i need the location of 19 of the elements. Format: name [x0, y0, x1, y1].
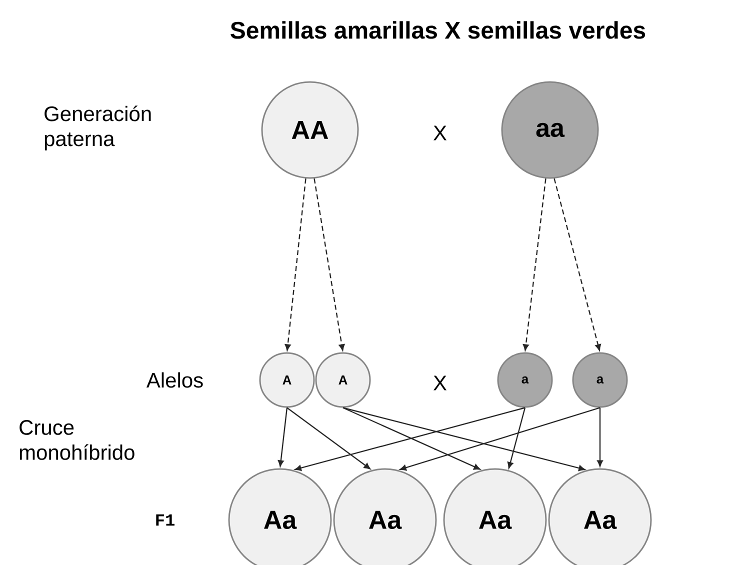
arrow — [597, 408, 603, 467]
arrow — [284, 178, 306, 351]
arrow — [507, 408, 526, 469]
label: X — [433, 126, 447, 140]
arrow — [286, 407, 370, 470]
arrow — [554, 178, 601, 351]
arrow — [342, 407, 480, 470]
title: Semillas amarillas X semillas verdes — [230, 21, 646, 39]
label: Generación paterna — [44, 106, 151, 150]
label: Cruce monohíbrido — [20, 420, 134, 460]
arrow — [400, 407, 600, 471]
label: X — [433, 376, 447, 390]
label: F1 — [156, 514, 174, 526]
arrow — [314, 178, 345, 351]
arrow — [522, 178, 546, 351]
arrow — [342, 407, 586, 472]
arrow — [294, 407, 526, 471]
arrow — [278, 408, 288, 467]
label: Alelos — [146, 372, 203, 388]
